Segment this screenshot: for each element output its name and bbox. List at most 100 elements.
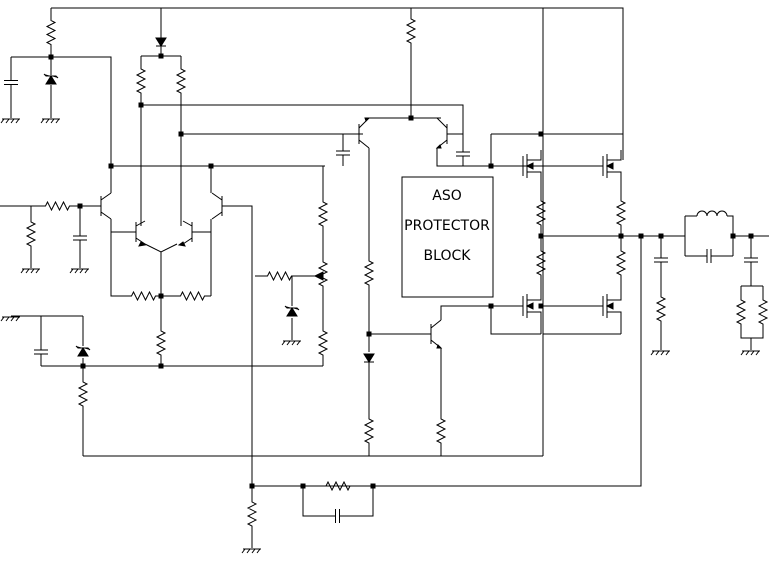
junction-dot [208, 163, 214, 169]
mosfet-q10 [602, 150, 622, 196]
junction-dot [138, 102, 144, 108]
junction-dot [370, 483, 376, 489]
transistor-q7 [430, 319, 442, 349]
gate-arrow [525, 302, 534, 310]
junction-dot [48, 54, 54, 60]
resistor [757, 292, 769, 332]
block-label-line2: PROTECTOR [404, 218, 490, 234]
wire [302, 486, 323, 517]
aso-protector-block: ASO PROTECTOR BLOCK [401, 176, 494, 298]
junction-dot [158, 363, 164, 369]
resistor [45, 20, 57, 45]
resistor [317, 330, 329, 356]
ground-symbol [0, 118, 20, 124]
resistor [317, 200, 329, 228]
block-label-line3: BLOCK [424, 248, 472, 264]
wire [727, 215, 734, 256]
resistor [615, 200, 627, 226]
junction-dot [80, 363, 86, 369]
capacitor [34, 344, 48, 360]
junction-dot [488, 303, 494, 309]
resistor [125, 290, 162, 302]
emitter-arrow [436, 344, 443, 349]
capacitor [323, 509, 352, 523]
capacitor [73, 228, 87, 248]
resistor [655, 296, 667, 322]
ground-symbol [650, 350, 670, 356]
junction-dot [158, 53, 164, 59]
ground-symbol [0, 316, 20, 322]
resistor [363, 418, 375, 444]
diode [155, 37, 167, 47]
resistor [25, 220, 37, 248]
junction-dot [178, 131, 184, 137]
aso-protector-box [401, 176, 494, 298]
resistor [405, 18, 417, 44]
junction-dot [730, 233, 736, 239]
capacitor [685, 249, 733, 263]
junction-dots [48, 53, 754, 489]
mosfet-q8 [522, 150, 542, 196]
resistor [615, 250, 627, 276]
mosfet-q9 [522, 294, 542, 334]
junction-dot [366, 331, 372, 337]
resistor [735, 292, 747, 332]
wire [51, 7, 624, 160]
resistor [77, 380, 89, 408]
resistor [175, 68, 187, 94]
junction-dot [158, 293, 164, 299]
ground-symbol [740, 350, 760, 356]
wire [11, 56, 112, 166]
wire [252, 236, 642, 487]
wire [144, 243, 178, 253]
wiring [0, 7, 769, 548]
diode [363, 353, 375, 363]
junction-dot [538, 303, 544, 309]
capacitor [456, 148, 470, 160]
emitter-arrow [138, 241, 147, 247]
capacitor [744, 252, 758, 268]
wire [141, 104, 464, 140]
junction-dot [77, 203, 83, 209]
transistor-q5 [358, 117, 370, 149]
ground-symbol [40, 118, 60, 124]
junction-dot [638, 233, 644, 239]
resistor [246, 500, 258, 528]
zener-diode [43, 73, 59, 85]
inductor [696, 210, 728, 217]
capacitor [4, 75, 18, 90]
ground-symbol [69, 268, 89, 274]
resistor [155, 330, 167, 356]
resistor [363, 260, 375, 286]
emitter-arrow [364, 117, 371, 122]
transistor-q6 [436, 117, 448, 149]
emitter-arrow [435, 144, 442, 149]
wire [228, 205, 253, 486]
ground-symbol [281, 340, 301, 346]
junction-dot [108, 163, 114, 169]
junction-dot [748, 233, 754, 239]
wire [440, 305, 523, 320]
wire [490, 306, 541, 335]
resistor [35, 200, 80, 212]
wire [110, 219, 125, 297]
wire [436, 148, 523, 167]
wire [352, 486, 374, 517]
junction-dot [538, 233, 544, 239]
resistor [435, 418, 447, 444]
jfet-q1 [95, 192, 112, 220]
zener-diode [75, 345, 91, 357]
junction-dot [488, 163, 494, 169]
ground-symbol [20, 268, 40, 274]
resistor [267, 270, 292, 282]
ground-symbol [241, 548, 261, 554]
gate-arrow [605, 162, 614, 170]
junction-dot [538, 131, 544, 137]
junction-dot [249, 483, 255, 489]
emitter-arrow [177, 241, 186, 247]
capacitor [654, 252, 668, 268]
resistor [535, 200, 547, 226]
transistor-q2 [130, 220, 146, 245]
gate-arrow [605, 302, 614, 310]
